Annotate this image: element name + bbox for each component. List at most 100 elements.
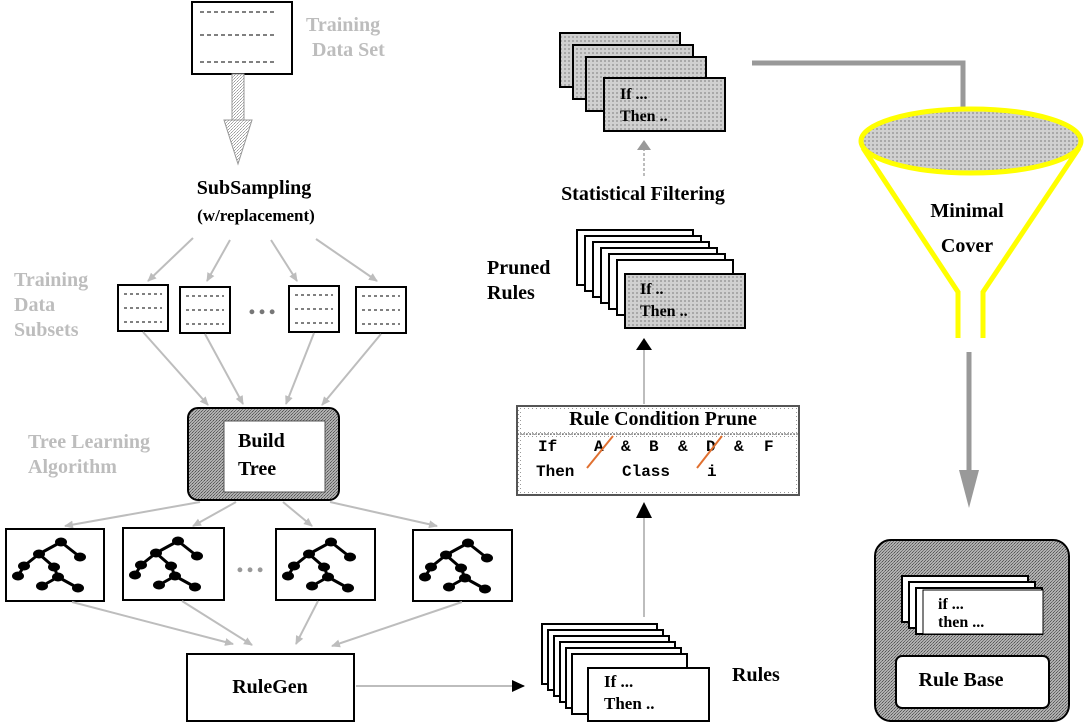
minimal-cover-funnel xyxy=(858,106,1084,338)
tree-node xyxy=(172,536,184,546)
build-tree-label-2: Tree xyxy=(238,458,276,480)
prune-class-index: i xyxy=(707,463,717,481)
training-label-1: Training xyxy=(306,14,380,36)
tree-node xyxy=(74,552,86,562)
trees-ellipsis: … xyxy=(235,546,265,579)
subset-box-3 xyxy=(288,285,340,333)
tree-node xyxy=(282,571,294,581)
training-label-2: Data Set xyxy=(312,39,385,61)
tree-learning-label-2: Algorithm xyxy=(28,456,117,478)
pruned-label-2: Rules xyxy=(487,282,535,304)
subsets-label-1: Training xyxy=(14,269,88,291)
tree-node xyxy=(288,561,300,571)
tree-node xyxy=(150,548,162,558)
tree-node xyxy=(306,581,318,591)
tree-node xyxy=(153,580,165,590)
tree-node xyxy=(55,537,67,547)
subset-box-2 xyxy=(179,286,231,334)
subsampling-subtitle: (w/replacement) xyxy=(197,206,315,225)
arrow-to-rule-base xyxy=(959,352,979,508)
tree-node xyxy=(425,562,437,572)
tree-node xyxy=(325,537,337,547)
tree-node xyxy=(481,553,493,563)
strike-d xyxy=(696,435,723,469)
prune-class: Class xyxy=(622,463,670,481)
subset-box-1 xyxy=(117,284,169,332)
training-data-set xyxy=(191,1,293,75)
rule-base-card-line1: if ... xyxy=(938,596,964,613)
arrows-to-trees xyxy=(64,501,438,529)
tree-node xyxy=(479,584,491,594)
filtered-card-line1: If ... xyxy=(620,86,648,103)
rules-card-line1: If ... xyxy=(604,672,633,691)
tree-node xyxy=(135,560,147,570)
prune-amp-2: & xyxy=(678,438,688,456)
arrow-to-pruned xyxy=(636,338,652,404)
subset-box-4 xyxy=(355,286,407,334)
tree-node xyxy=(318,562,330,572)
prune-title: Rule Condition Prune xyxy=(569,408,757,430)
tree-node xyxy=(455,563,467,573)
tree-node xyxy=(303,549,315,559)
tree-node xyxy=(189,582,201,592)
arrow-to-statistical xyxy=(637,140,651,176)
tree-node xyxy=(129,570,141,580)
prune-then: Then xyxy=(536,463,574,481)
minimal-cover-label-2: Cover xyxy=(941,235,993,257)
tree-learning-label-1: Tree Learning xyxy=(28,431,150,453)
decision-tree-1 xyxy=(5,528,105,602)
arrow-to-prune xyxy=(636,502,652,617)
rules-card-line2: Then .. xyxy=(604,694,655,713)
tree-node xyxy=(342,583,354,593)
tree-node xyxy=(165,561,177,571)
subsets-label-3: Subsets xyxy=(14,319,79,341)
subsampling-title: SubSampling xyxy=(197,177,312,199)
subsets-label-2: Data xyxy=(14,294,55,316)
tree-node xyxy=(52,572,64,582)
rules-stack xyxy=(541,623,710,722)
tree-node xyxy=(462,538,474,548)
rule-base-label: Rule Base xyxy=(919,669,1004,691)
tree-node xyxy=(443,582,455,592)
rules-label: Rules xyxy=(732,664,780,686)
tree-node xyxy=(36,581,48,591)
tree-node xyxy=(419,572,431,582)
minimal-cover-label-1: Minimal xyxy=(930,200,1004,222)
tree-node xyxy=(459,573,471,583)
strike-a xyxy=(586,435,614,469)
pruned-card-line1: If .. xyxy=(640,281,664,298)
filtered-stack xyxy=(559,32,726,132)
statistical-filtering-label: Statistical Filtering xyxy=(561,183,725,205)
pruned-card-line2: Then .. xyxy=(640,303,688,320)
prune-cond-d: D xyxy=(706,438,716,456)
prune-if: If xyxy=(538,438,557,456)
rulegen-label: RuleGen xyxy=(232,676,308,698)
prune-cond-f: F xyxy=(764,438,774,456)
rule-base-box xyxy=(874,539,1070,722)
tree-node xyxy=(191,551,203,561)
arrows-to-subsets xyxy=(147,237,378,282)
tree-node xyxy=(322,572,334,582)
build-tree-label-1: Build xyxy=(238,430,285,452)
prune-cond-b: B xyxy=(649,438,659,456)
subsets-ellipsis: … xyxy=(247,288,277,321)
tree-node xyxy=(18,561,30,571)
filtered-card-line2: Then .. xyxy=(620,108,668,125)
tree-node xyxy=(12,571,24,581)
rule-base-card-line2: then ... xyxy=(938,614,984,631)
tree-node xyxy=(48,562,60,572)
tree-node xyxy=(169,571,181,581)
decision-tree-2 xyxy=(122,527,225,601)
tree-node xyxy=(344,552,356,562)
prune-amp-1: & xyxy=(621,438,631,456)
arrow-to-subsampling xyxy=(223,73,253,166)
tree-node xyxy=(440,550,452,560)
tree-node xyxy=(33,549,45,559)
pruned-label-1: Pruned xyxy=(487,257,550,279)
prune-box xyxy=(516,405,800,496)
pruned-stack xyxy=(576,229,746,329)
prune-amp-3: & xyxy=(734,438,744,456)
arrows-to-build-tree xyxy=(142,331,382,406)
decision-tree-4 xyxy=(412,529,513,602)
